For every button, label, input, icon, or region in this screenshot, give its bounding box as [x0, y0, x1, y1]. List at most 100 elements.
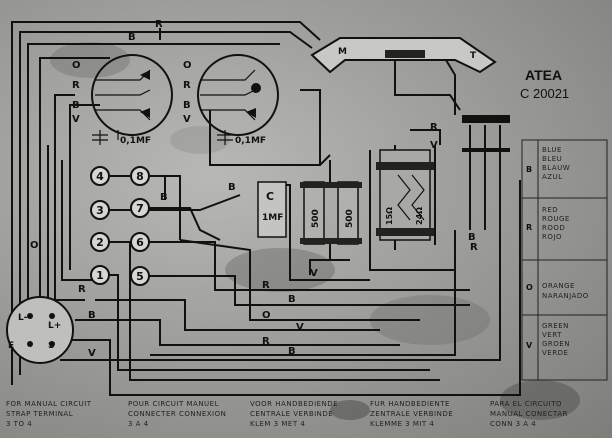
wire-label: B: [468, 232, 476, 243]
legend-marker-o: O: [526, 283, 533, 292]
induction-coil: [376, 149, 434, 241]
terminal-1: [90, 265, 110, 285]
footer-de-2: ZENTRALE VERBINDE: [370, 410, 453, 418]
footer-fr-2: CONNECTER CONNEXION: [128, 410, 226, 418]
wire-label: R: [262, 336, 270, 347]
legend-marker-r: R: [526, 223, 532, 232]
wire-label: O: [30, 240, 39, 251]
wire-label: B: [288, 294, 296, 305]
footer-es-2: MANUAL CONECTAR: [490, 410, 568, 418]
wire-label: V: [310, 268, 318, 279]
terminal-numbers: 4 3 2 1 8 7 6 5: [96, 170, 144, 283]
cap-c-value: 1MF: [262, 213, 283, 223]
resistor-r3: 15Ω: [385, 207, 394, 225]
footer-en-3: 3 TO 4: [6, 420, 32, 428]
resistor-r1: 500: [311, 209, 321, 228]
footer-es-3: CONN 3 A 4: [490, 420, 536, 428]
footer-nl-2: CENTRALE VERBINDE: [250, 410, 333, 418]
footer-notes: FOR MANUAL CIRCUIT STRAP TERMINAL 3 TO 4…: [6, 400, 568, 428]
wire-label: B: [128, 32, 136, 43]
legend-blue-1: BLUE: [542, 146, 562, 154]
footer-fr-3: 3 A 4: [128, 420, 149, 428]
terminal-posts: [90, 166, 150, 286]
wire-label: O: [72, 60, 81, 71]
wire-label: B: [228, 182, 236, 193]
cap-c-label: C: [266, 190, 274, 203]
terminal-3: [90, 200, 110, 220]
brand-model: C 20021: [520, 86, 569, 101]
legend-orange-1: ORANGE: [542, 282, 575, 290]
hookswitch-left: [91, 54, 173, 145]
handset-m: M: [338, 47, 347, 57]
footer-nl-1: VOOR HANDBEDIENDE: [250, 400, 338, 408]
terminal-7: [130, 198, 150, 218]
wire-label: V: [72, 114, 80, 125]
terminal-5: [130, 266, 150, 286]
terminal-4: [90, 166, 110, 186]
hookswitch-right: [197, 54, 279, 145]
plug-e: E: [8, 341, 14, 351]
wires: [11, 21, 521, 396]
legend-green-2: VERT: [542, 331, 562, 339]
wire-label: B: [88, 310, 96, 321]
legend-marker-b: B: [526, 165, 532, 174]
color-legend-box: [521, 139, 608, 381]
wire-label: R: [262, 280, 270, 291]
brand-name: ATEA: [525, 67, 562, 83]
cap-right-value: 0,1MF: [235, 136, 266, 146]
wire-letter-labels: R B O R B V O R B V B B O R B R B O V R …: [30, 19, 478, 359]
cap-left-value: 0,1MF: [120, 136, 151, 146]
plug-s: S: [48, 341, 54, 351]
terminal-label-8: 8: [136, 170, 144, 183]
wire-label: B: [72, 100, 80, 111]
terminal-label-6: 6: [136, 236, 144, 249]
ringer-terminal-strip: [462, 115, 510, 152]
terminal-label-3: 3: [96, 204, 104, 217]
wire-label: V: [430, 140, 438, 151]
terminal-6: [130, 232, 150, 252]
resistor-r4: 24Ω: [415, 207, 424, 225]
terminal-label-4: 4: [96, 170, 104, 183]
handset: [310, 37, 497, 74]
footer-de-3: KLEMME 3 MIT 4: [370, 420, 434, 428]
plug-l-plus: L+: [48, 321, 61, 331]
footer-en-2: STRAP TERMINAL: [6, 410, 73, 418]
footer-de-1: FUR HANDBEDIENTE: [370, 400, 450, 408]
footer-fr-1: POUR CIRCUIT MANUEL: [128, 400, 219, 408]
terminal-label-2: 2: [96, 236, 104, 249]
wire-label: O: [183, 60, 192, 71]
legend-orange-2: NARANJADO: [542, 292, 589, 300]
legend-blue-3: BLAUW: [542, 164, 570, 172]
terminal-label-5: 5: [136, 270, 144, 283]
wire-label: R: [183, 80, 191, 91]
wire-label: R: [430, 122, 438, 133]
wire-label: V: [296, 322, 304, 333]
legend-red-2: ROUGE: [542, 215, 570, 223]
capacitor-c: [257, 181, 287, 238]
footer-en-1: FOR MANUAL CIRCUIT: [6, 400, 92, 408]
legend-red-1: RED: [542, 206, 558, 214]
terminal-8: [130, 166, 150, 186]
resistor-pair: [300, 160, 362, 260]
terminal-label-1: 1: [96, 269, 104, 282]
legend-blue-4: AZUL: [542, 173, 563, 181]
wire-label: O: [262, 310, 271, 321]
color-legend: B BLUE BLEU BLAUW AZUL R RED ROUGE ROOD …: [526, 146, 589, 357]
terminal-2: [90, 232, 110, 252]
wire-label: R: [155, 19, 163, 30]
legend-red-4: ROJO: [542, 233, 562, 241]
wire-label: R: [78, 284, 86, 295]
legend-green-4: VERDE: [542, 349, 568, 357]
legend-blue-2: BLEU: [542, 155, 562, 163]
wire-label: B: [160, 192, 168, 203]
terminal-label-7: 7: [136, 202, 144, 215]
wire-label: B: [183, 100, 191, 111]
plug-l-minus: L-: [18, 313, 28, 323]
legend-marker-v: V: [526, 341, 533, 350]
wire-label: B: [288, 346, 296, 357]
legend-green-1: GREEN: [542, 322, 569, 330]
footer-es-1: PARA EL CIRCUITO: [490, 400, 562, 408]
wire-label: R: [470, 242, 478, 253]
